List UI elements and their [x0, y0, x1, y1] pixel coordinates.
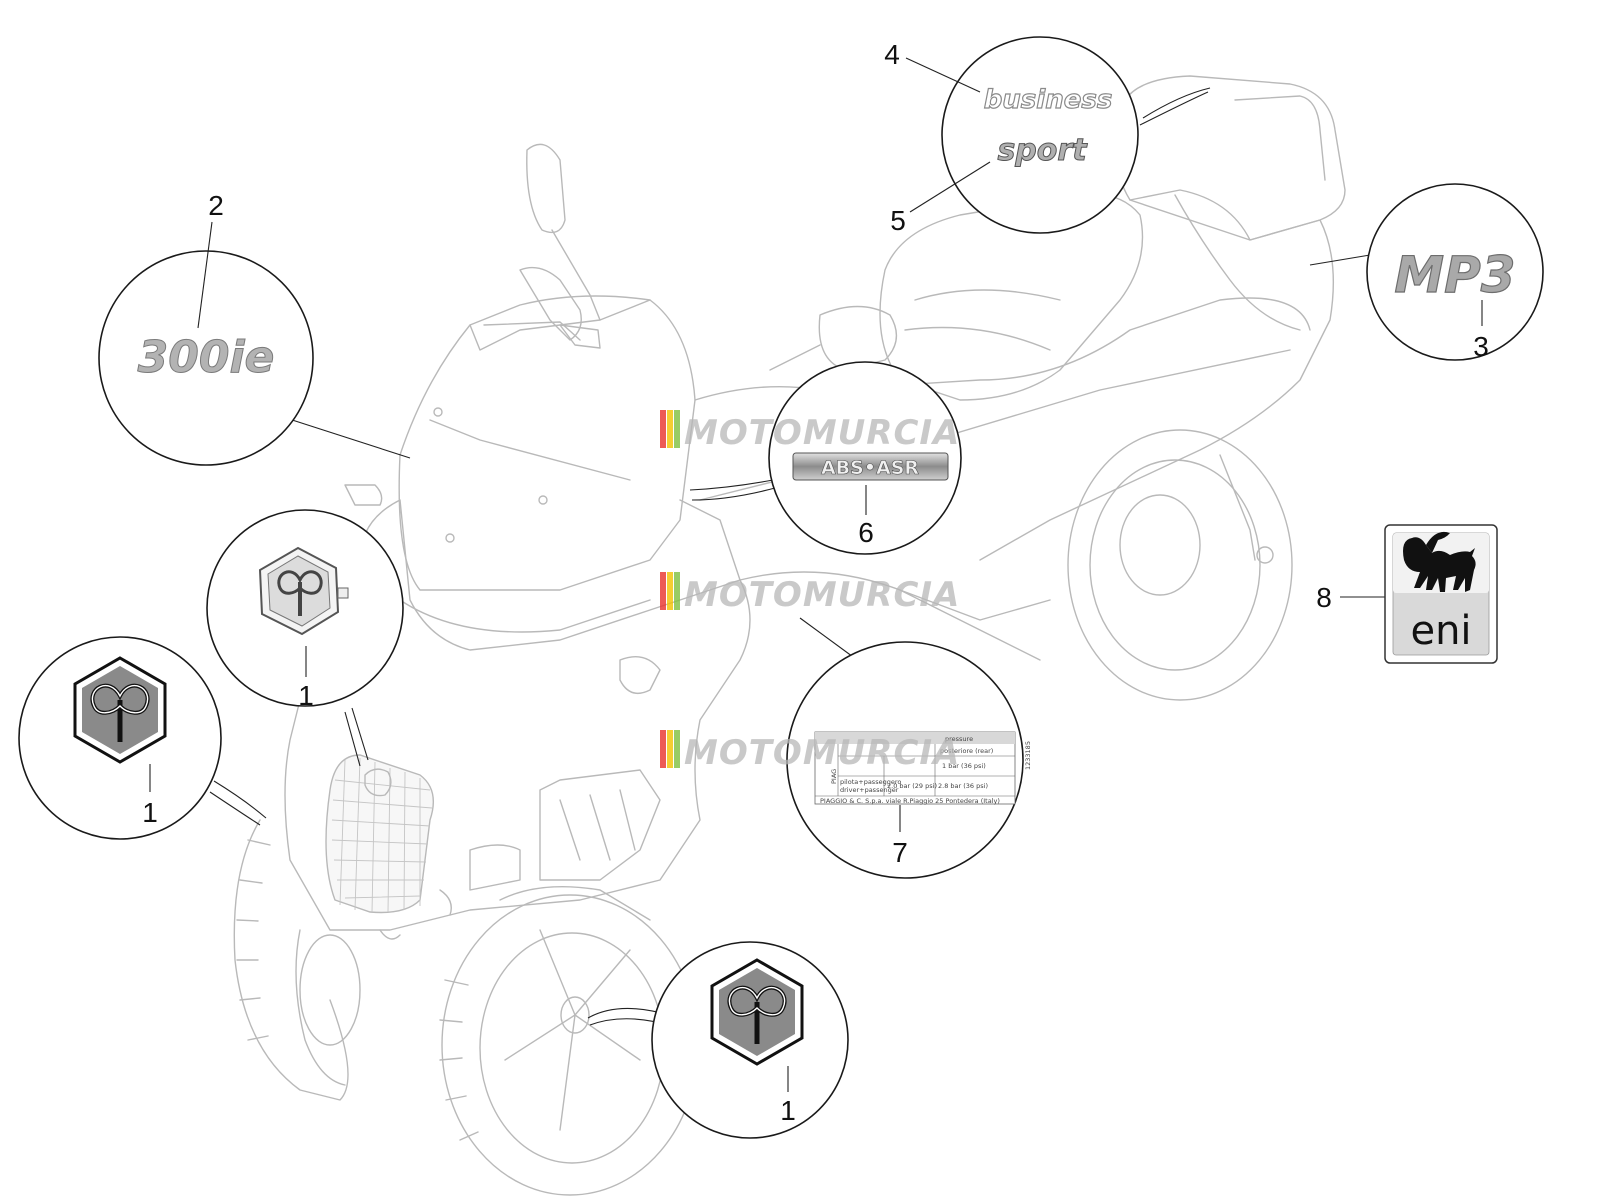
callout-5: 5 [890, 205, 906, 236]
detail-circle-piaggio-left [18, 636, 267, 840]
tyre-label-row2-left2: driver+passenger [840, 786, 899, 794]
watermark-text-1: MOTOMURCIA [684, 413, 960, 453]
callout-3: 3 [1473, 331, 1489, 362]
watermark-text-3: MOTOMURCIA [684, 733, 960, 773]
tyre-label-row2-left: pilota+passeggero [840, 778, 901, 786]
callout-numbers: 1 1 1 2 3 4 5 6 7 8 [142, 39, 1489, 1126]
callout-6: 6 [858, 517, 874, 548]
detail-circle-model-badge: 300ie [98, 250, 411, 466]
piaggio-logo-icon-wheel [710, 958, 804, 1066]
detail-circle-abs: ABS•ASR [689, 361, 962, 555]
model-badge-text: 300ie [138, 332, 275, 383]
tyre-label-row2-right: 2.8 bar (36 psi) [938, 782, 988, 790]
piaggio-logo-icon [73, 656, 167, 764]
eni-sticker: eni [1340, 524, 1498, 664]
abs-badge-plate [792, 452, 949, 481]
detail-circle-business-sport: business sport [941, 36, 1211, 234]
watermark-3: MOTOMURCIA [660, 730, 960, 773]
callout-2: 2 [208, 190, 224, 221]
watermarks: MOTOMURCIA MOTOMURCIA MOTOMURCIA [660, 410, 960, 773]
tyre-pressure-label: pressure posteriore (rear) 1 bar (36 psi… [814, 731, 1032, 805]
business-badge-text: business [984, 85, 1113, 115]
callout-leaders [197, 57, 991, 329]
watermark-text-2: MOTOMURCIA [684, 575, 960, 615]
watermark-2: MOTOMURCIA [660, 572, 960, 615]
detail-circle-tyre-label: pressure posteriore (rear) 1 bar (36 psi… [786, 617, 1032, 879]
callout-8: 8 [1316, 582, 1332, 613]
sport-badge-text: sport [997, 133, 1088, 168]
mp3-badge-text: MP3 [1394, 246, 1515, 304]
detail-circle-piaggio-wheel [587, 941, 849, 1139]
callout-1-bottom: 1 [780, 1095, 796, 1126]
eni-text: eni [1410, 608, 1471, 654]
six-legged-dog-icon [1403, 531, 1476, 592]
scooter-outline [233, 75, 1346, 1196]
abs-badge-text: ABS•ASR [821, 457, 919, 479]
tyre-label-header: pressure [945, 735, 973, 743]
watermark-1: MOTOMURCIA [660, 410, 960, 453]
tyre-label-brand: PIAG [830, 769, 838, 784]
tyre-label-row2-mid: 2.0 bar (29 psi) [887, 782, 937, 790]
callout-4: 4 [884, 39, 900, 70]
callout-7: 7 [892, 837, 908, 868]
detail-circle-piaggio-3d [206, 509, 404, 767]
detail-circle-mp3: MP3 [1309, 183, 1544, 361]
tyre-label-code: 1233185 [1024, 741, 1032, 770]
tyre-label-footer: PIAGGIO & C. S.p.a. viale R.Piaggio 25 P… [820, 797, 1000, 805]
tyre-label-row1-mid: 1 bar (36 psi) [942, 762, 986, 770]
piaggio-3d-emblem-icon [258, 546, 349, 636]
tyre-label-row1-right: posteriore (rear) [940, 747, 993, 755]
callout-1-left: 1 [142, 797, 158, 828]
callout-1-mid: 1 [298, 680, 314, 711]
front-grille-pattern [331, 757, 433, 913]
